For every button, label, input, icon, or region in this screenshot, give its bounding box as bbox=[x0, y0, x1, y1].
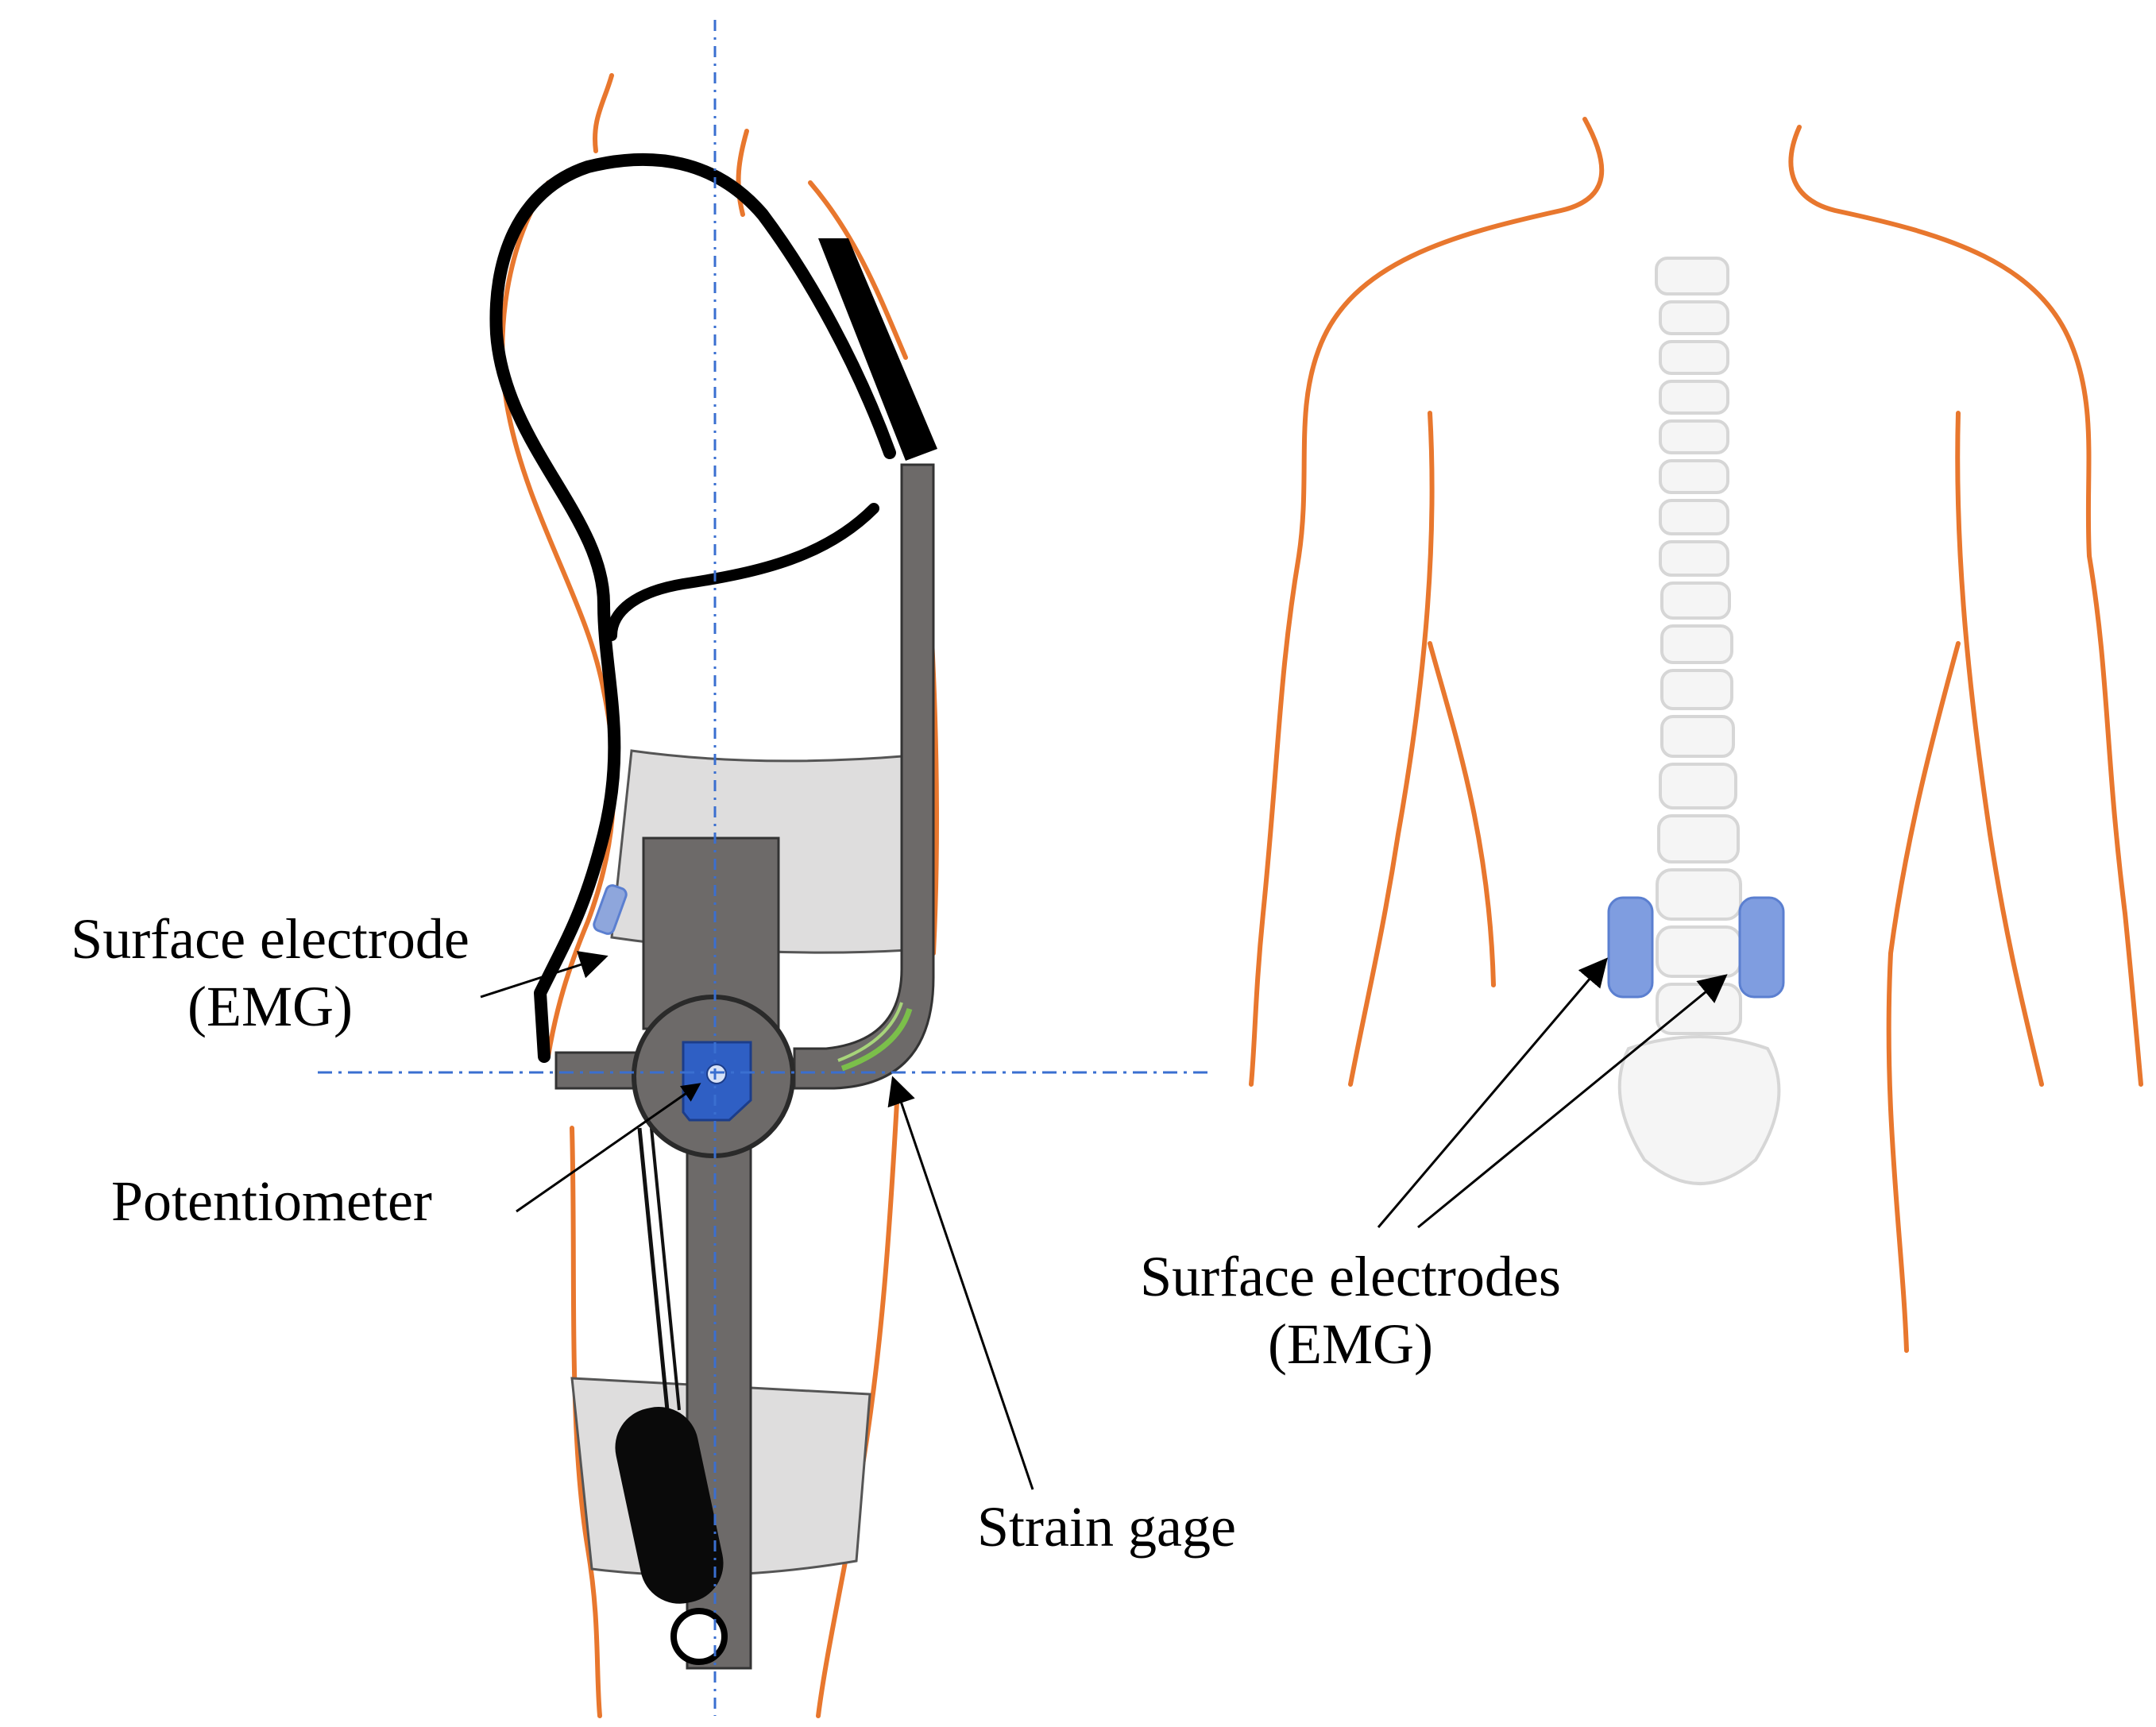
surface-electrode-arrow bbox=[480, 951, 609, 999]
cable-line-a bbox=[637, 1127, 670, 1411]
shoulder-pad bbox=[818, 238, 937, 461]
actuator-unit bbox=[615, 1407, 724, 1604]
surface-electrode-label: Surface electrode (EMG) bbox=[24, 906, 516, 1041]
electrode-arrow-right bbox=[1417, 974, 1728, 1229]
left-lumbar-electrode bbox=[1607, 896, 1654, 999]
strain-gage-element bbox=[840, 1007, 913, 1072]
strain-gage-arrow bbox=[887, 1076, 1034, 1490]
surface-electrodes-label-line2: (EMG) bbox=[1268, 1312, 1433, 1376]
neck-back-line bbox=[593, 73, 614, 153]
spine bbox=[1617, 257, 1781, 1185]
harness-strap bbox=[606, 503, 879, 641]
right-lumbar-electrode bbox=[1738, 896, 1785, 999]
back-leg-outline bbox=[570, 1126, 602, 1718]
torso-back-outline bbox=[1249, 117, 2143, 1353]
right-arm-inner bbox=[1955, 411, 2044, 1087]
side-view-figure bbox=[318, 20, 1211, 1718]
surface-electrodes-label: Surface electrodes (EMG) bbox=[1096, 1243, 1605, 1378]
electrode-arrow-left bbox=[1377, 957, 1608, 1228]
surface-electrode-label-line2: (EMG) bbox=[187, 974, 353, 1038]
potentiometer-label: Potentiometer bbox=[111, 1169, 432, 1233]
left-neck-shoulder bbox=[1249, 117, 1605, 1087]
surface-electrodes-label-line1: Surface electrodes bbox=[1140, 1245, 1561, 1308]
chest-harness bbox=[489, 153, 896, 1063]
actuator-pulley bbox=[670, 1608, 728, 1665]
chest-outline bbox=[808, 180, 908, 360]
neck-front-line bbox=[736, 129, 749, 217]
exo-front-bar bbox=[793, 463, 935, 1090]
right-neck-shoulder bbox=[1788, 125, 2143, 1087]
right-waist bbox=[1886, 641, 1961, 1353]
back-outline bbox=[500, 180, 616, 1059]
back-surface-electrode bbox=[593, 884, 628, 935]
back-view-figure bbox=[1249, 117, 2143, 1353]
potentiometer-arrow bbox=[516, 1083, 701, 1213]
potentiometer-shaft bbox=[706, 1064, 727, 1084]
strain-gage-label: Strain gage bbox=[977, 1495, 1236, 1559]
surface-electrode-label-line1: Surface electrode bbox=[71, 907, 469, 971]
left-waist bbox=[1428, 641, 1496, 987]
left-arm-inner bbox=[1348, 411, 1435, 1087]
cable-line-b bbox=[650, 1127, 681, 1411]
